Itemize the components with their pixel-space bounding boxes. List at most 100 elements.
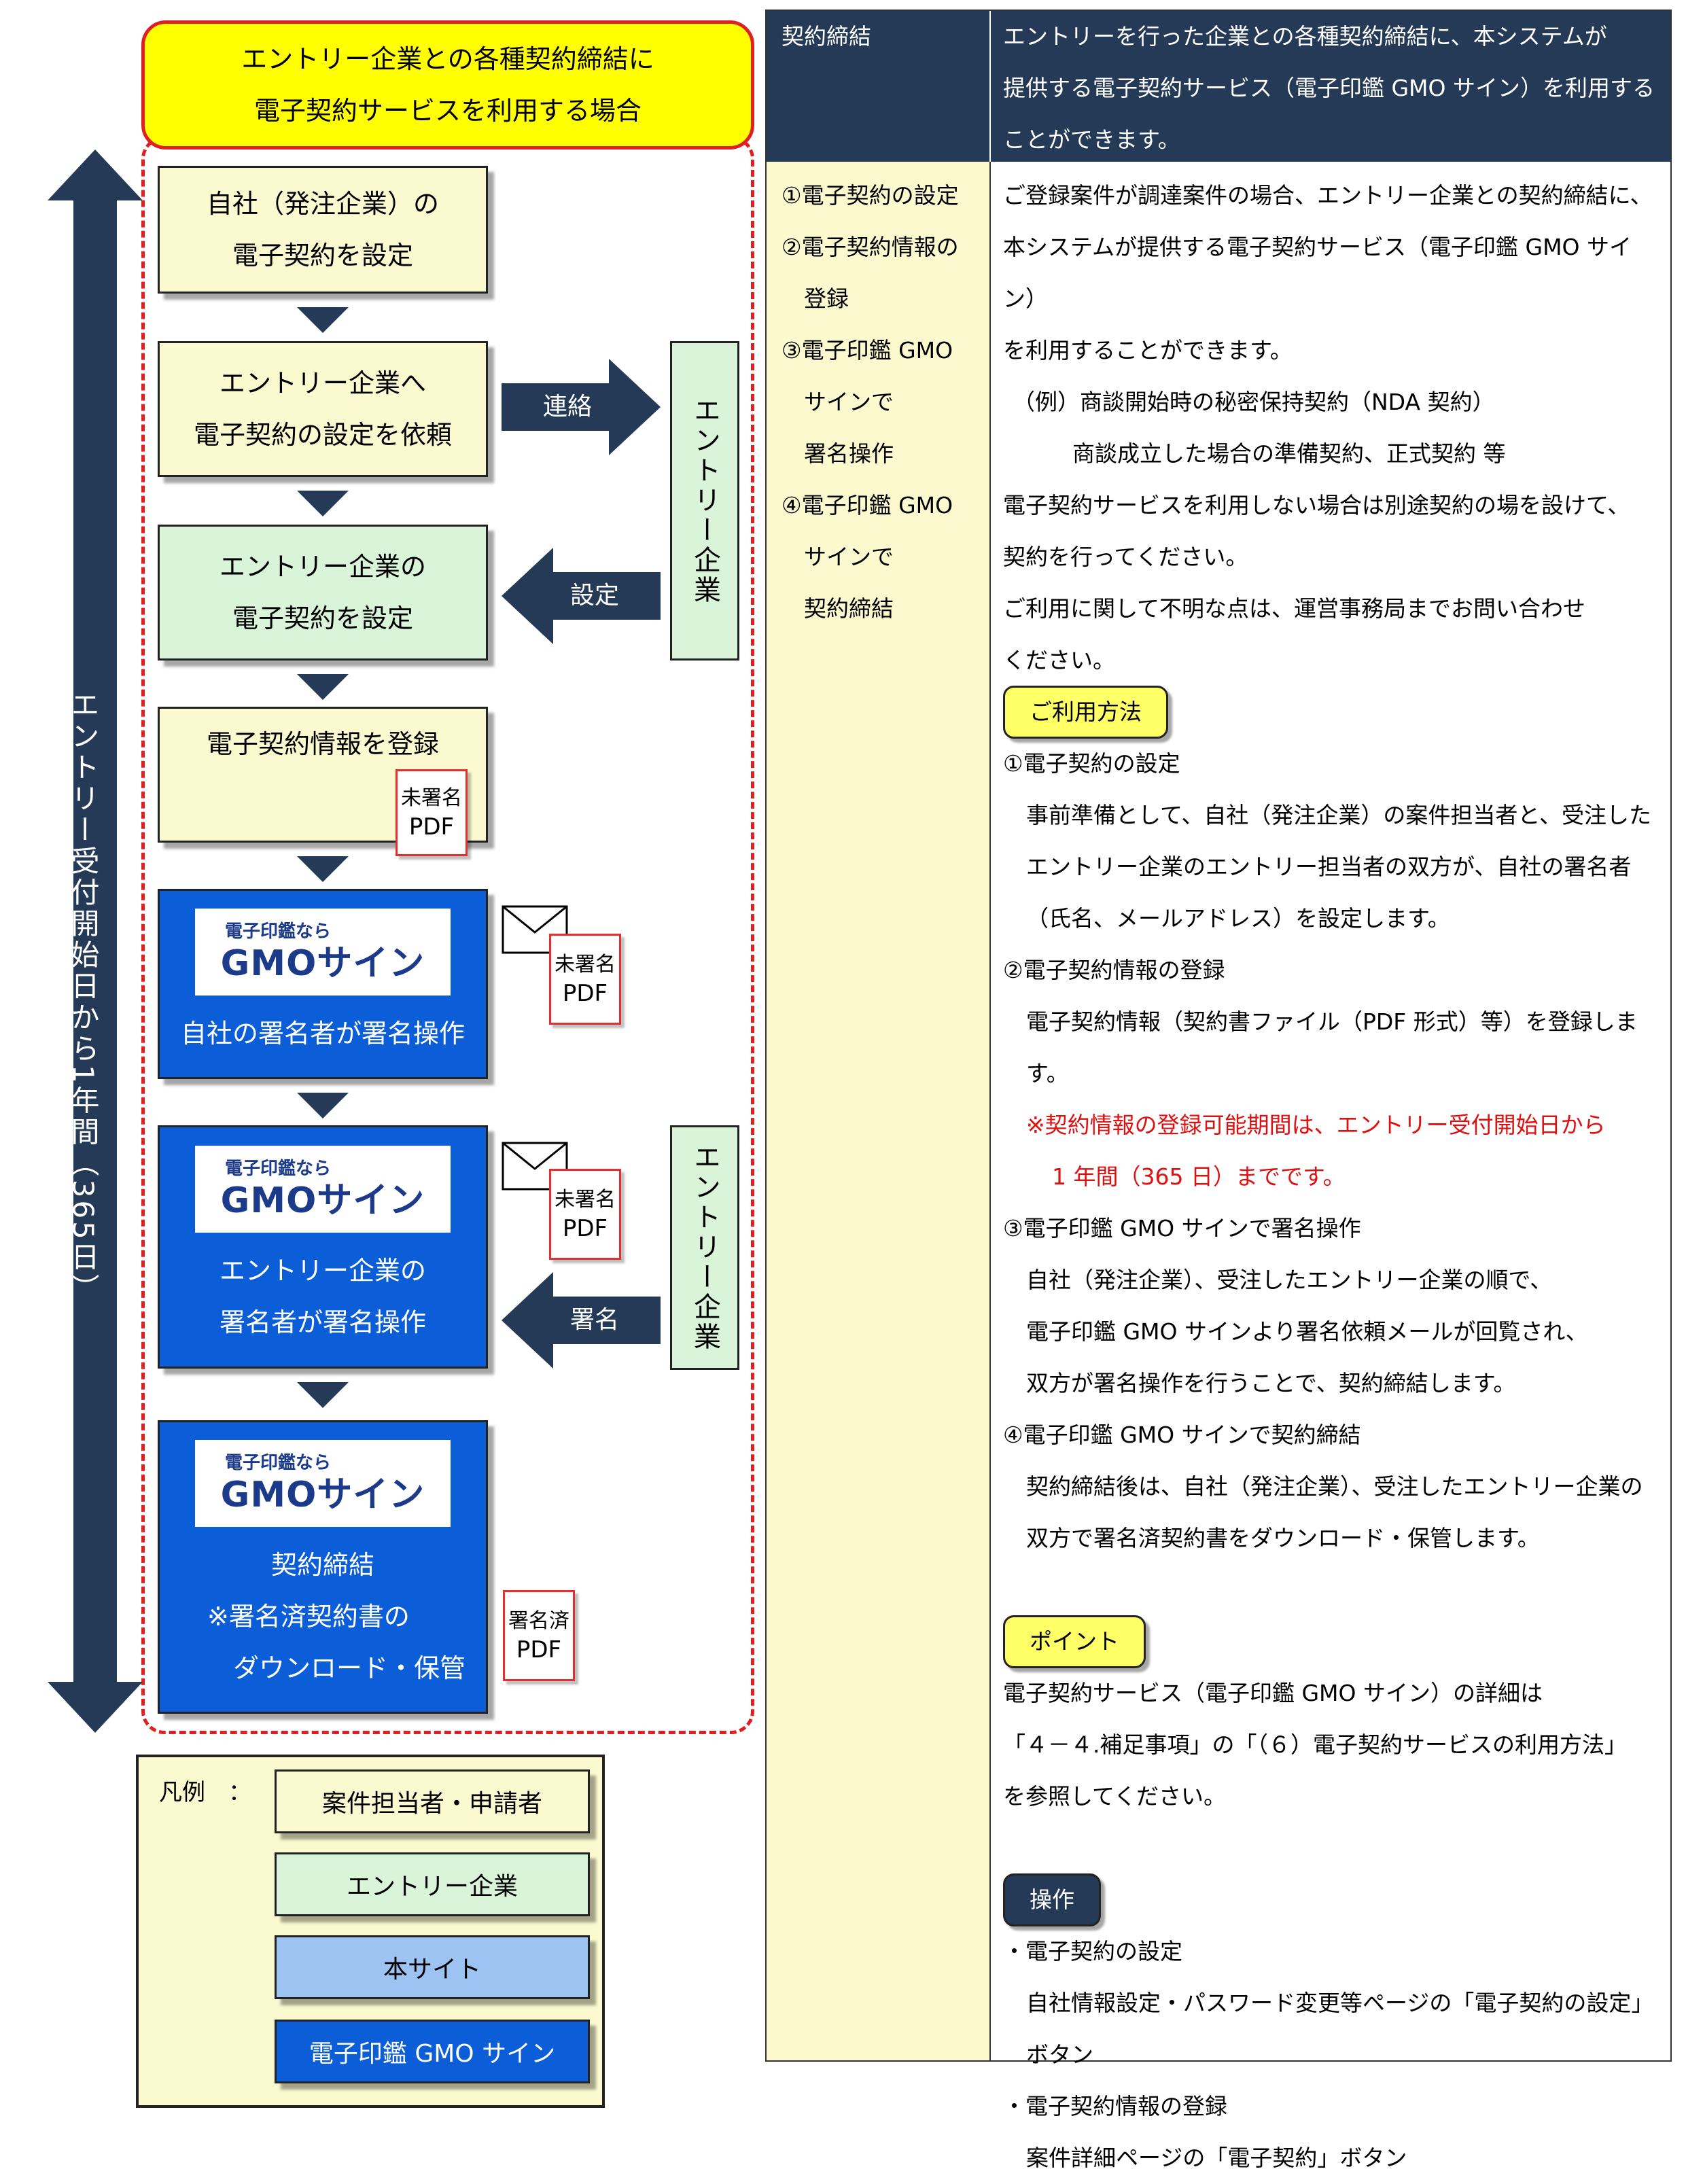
- logo2-big: GMOサイン: [220, 1180, 425, 1221]
- intro-1: ご登録案件が調達案件の場合、エントリー企業との契約締結に、: [1003, 182, 1653, 209]
- step4-line1: 電子契約情報を登録: [206, 729, 439, 759]
- header-divider: [989, 11, 991, 162]
- logo1-small: 電子印鑑なら: [225, 921, 332, 942]
- step7-line3: ダウンロード・保管: [233, 1653, 466, 1683]
- legend-item-manager: 案件担当者・申請者: [275, 1769, 590, 1833]
- op-1-text-2: ボタン: [1026, 2041, 1093, 2068]
- gmo-sign-logo-3: 電子印鑑なら GMOサイン: [195, 1440, 451, 1527]
- usage-3-text-2: 電子印鑑 GMO サインより署名依頼メールが回覧され、: [1026, 1318, 1588, 1345]
- step-request-entry-setting: エントリー企業へ 電子契約の設定を依頼: [158, 341, 488, 477]
- legend-item-entry: エントリー企業: [275, 1852, 590, 1916]
- header-right-1: エントリーを行った企業との各種契約締結に、本システムが: [1003, 23, 1607, 50]
- step7-line2: ※署名済契約書の: [207, 1602, 410, 1632]
- left-item-9: 契約締結: [781, 595, 894, 622]
- table-header-row: 契約締結 エントリーを行った企業との各種契約締結に、本システムが 提供する電子契…: [767, 11, 1670, 162]
- usage-2-text-1: 電子契約情報（契約書ファイル（PDF 形式）等）を登録します。: [1026, 1008, 1638, 1087]
- step-contract-concluded: 電子印鑑なら GMOサイン 契約締結 ※署名済契約書の ダウンロード・保管: [158, 1420, 488, 1714]
- envelope-icon-2: [502, 1142, 568, 1191]
- down-arrow-3: [297, 674, 349, 700]
- header-line-1: エントリー企業との各種契約締結に: [241, 44, 654, 74]
- usage-2-note-1: ※契約情報の登録可能期間は、エントリー受付開始日から: [1026, 1112, 1606, 1138]
- step-entry-contract-setting: エントリー企業の 電子契約を設定: [158, 525, 488, 661]
- pdf4-line1: 署名済: [508, 1609, 569, 1633]
- usage-3-heading: ③電子印鑑 GMO サインで署名操作: [1003, 1215, 1361, 1241]
- step-entry-signer-sign: 電子印鑑なら GMOサイン エントリー企業の 署名者が署名操作: [158, 1125, 488, 1369]
- pdf1-line2: PDF: [408, 813, 455, 841]
- intro-4: （例）商談開始時の秘密保持契約（NDA 契約）: [1013, 389, 1495, 415]
- point-3: を参照してください。: [1003, 1783, 1227, 1810]
- unsigned-pdf-icon-1: 未署名 PDF: [396, 769, 468, 856]
- intro-7: 契約を行ってください。: [1003, 544, 1248, 570]
- step1-line1: 自社（発注企業）の: [206, 189, 439, 219]
- step-own-signer-sign: 電子印鑑なら GMOサイン 自社の署名者が署名操作: [158, 889, 488, 1079]
- unsigned-pdf-icon-3: 未署名 PDF: [549, 1169, 621, 1260]
- pdf3-line2: PDF: [562, 1215, 608, 1242]
- entry-company-label-2: エントリー企業: [689, 1143, 720, 1352]
- contact-arrow-label: 連絡: [542, 393, 592, 421]
- usage-1-text-1: 事前準備として、自社（発注企業）の案件担当者と、受注した: [1026, 802, 1652, 828]
- down-arrow-1: [297, 307, 349, 333]
- intro-2: 本システムが提供する電子契約サービス（電子印鑑 GMO サイン）: [1003, 234, 1632, 312]
- left-column-items: ①電子契約の設定 ②電子契約情報の 登録 ③電子印鑑 GMO サインで 署名操作…: [781, 170, 959, 635]
- step2-line2: 電子契約の設定を依頼: [193, 420, 452, 450]
- logo3-small: 電子印鑑なら: [225, 1453, 332, 1473]
- setting-arrow-label: 設定: [569, 582, 619, 610]
- legend-item-1: 案件担当者・申請者: [321, 1790, 542, 1818]
- usage-1-text-2: エントリー企業のエントリー担当者の双方が、自社の署名者: [1026, 853, 1632, 880]
- legend-item-3: 本サイト: [383, 1956, 481, 1984]
- usage-2-note-2: 1 年間（365 日）までです。: [1052, 1163, 1346, 1190]
- op-2-heading: ・電子契約情報の登録: [1003, 2093, 1227, 2119]
- left-item-3: 登録: [781, 285, 849, 312]
- down-arrow-6: [297, 1382, 349, 1408]
- step-own-contract-setting: 自社（発注企業）の 電子契約を設定: [158, 166, 488, 294]
- gmo-sign-logo-2: 電子印鑑なら GMOサイン: [195, 1146, 451, 1233]
- logo2-small: 電子印鑑なら: [225, 1159, 332, 1179]
- logo1-big: GMOサイン: [220, 943, 425, 984]
- legend-title: 凡例 ：: [159, 1779, 251, 1806]
- header-right-2: 提供する電子契約サービス（電子印鑑 GMO サイン）を利用する: [1003, 75, 1655, 101]
- step5-line1: 自社の署名者が署名操作: [180, 1019, 465, 1049]
- step3-line2: 電子契約を設定: [232, 603, 413, 633]
- legend: 凡例 ： 案件担当者・申請者 エントリー企業 本サイト 電子印鑑 GMO サイン: [136, 1755, 605, 2108]
- info-table: 契約締結 エントリーを行った企業との各種契約締結に、本システムが 提供する電子契…: [765, 10, 1672, 2171]
- usage-4-text-2: 双方で署名済契約書をダウンロード・保管します。: [1026, 1525, 1540, 1551]
- intro-6: 電子契約サービスを利用しない場合は別途契約の場を設けて、: [1003, 492, 1630, 518]
- usage-4-text-1: 契約締結後は、自社（発注企業）、受注したエントリー企業の: [1026, 1473, 1643, 1500]
- op-2-text-1: 案件詳細ページの「電子契約」ボタン: [1026, 2145, 1407, 2171]
- signed-pdf-icon: 署名済 PDF: [503, 1590, 575, 1681]
- gmo-sign-logo-1: 電子印鑑なら GMOサイン: [195, 909, 451, 996]
- setting-arrow: [502, 548, 661, 644]
- intro-3: を利用することができます。: [1003, 337, 1293, 364]
- usage-1-text-3: （氏名、メールアドレス）を設定します。: [1026, 905, 1450, 932]
- pdf2-line2: PDF: [562, 980, 608, 1007]
- operation-pill: 操作: [1003, 1873, 1101, 1926]
- left-item-6: 署名操作: [781, 440, 894, 467]
- usage-pill: ご利用方法: [1003, 686, 1168, 739]
- sign-arrow: [502, 1272, 661, 1369]
- entry-company-box-1: エントリー企業: [670, 341, 739, 661]
- usage-1-heading: ①電子契約の設定: [1003, 750, 1180, 777]
- usage-4-heading: ④電子印鑑 GMO サインで契約締結: [1003, 1422, 1361, 1448]
- left-item-7: ④電子印鑑 GMO: [781, 492, 953, 518]
- intro-5: 商談成立した場合の準備契約、正式契約 等: [1072, 440, 1506, 467]
- left-item-8: サインで: [781, 544, 894, 570]
- table-body: ①電子契約の設定 ②電子契約情報の 登録 ③電子印鑑 GMO サインで 署名操作…: [767, 162, 1670, 2171]
- entry-company-label-1: エントリー企業: [689, 396, 720, 605]
- pdf4-line2: PDF: [516, 1636, 562, 1663]
- period-label: エントリー受付開始日から1年間（365日）: [67, 690, 100, 1305]
- op-1-heading: ・電子契約の設定: [1003, 1938, 1182, 1965]
- step6-line1: エントリー企業の: [219, 1256, 426, 1286]
- left-item-2: ②電子契約情報の: [781, 234, 959, 260]
- left-item-1: ①電子契約の設定: [781, 182, 959, 209]
- sign-arrow-label: 署名: [569, 1306, 619, 1334]
- point-1: 電子契約サービス（電子印鑑 GMO サイン）の詳細は: [1003, 1680, 1543, 1706]
- step2-line1: エントリー企業へ: [219, 368, 426, 398]
- right-column-content: ご登録案件が調達案件の場合、エントリー企業との契約締結に、 本システムが提供する…: [1003, 170, 1664, 2184]
- unsigned-pdf-icon-2: 未署名 PDF: [549, 934, 621, 1025]
- pdf2-line1: 未署名: [555, 953, 616, 976]
- left-item-5: サインで: [781, 389, 894, 415]
- intro-8: ご利用に関して不明な点は、運営事務局までお問い合わせ: [1003, 595, 1586, 622]
- step3-line1: エントリー企業の: [219, 552, 426, 582]
- legend-item-site: 本サイト: [275, 1935, 590, 1999]
- intro-9: ください。: [1003, 647, 1115, 673]
